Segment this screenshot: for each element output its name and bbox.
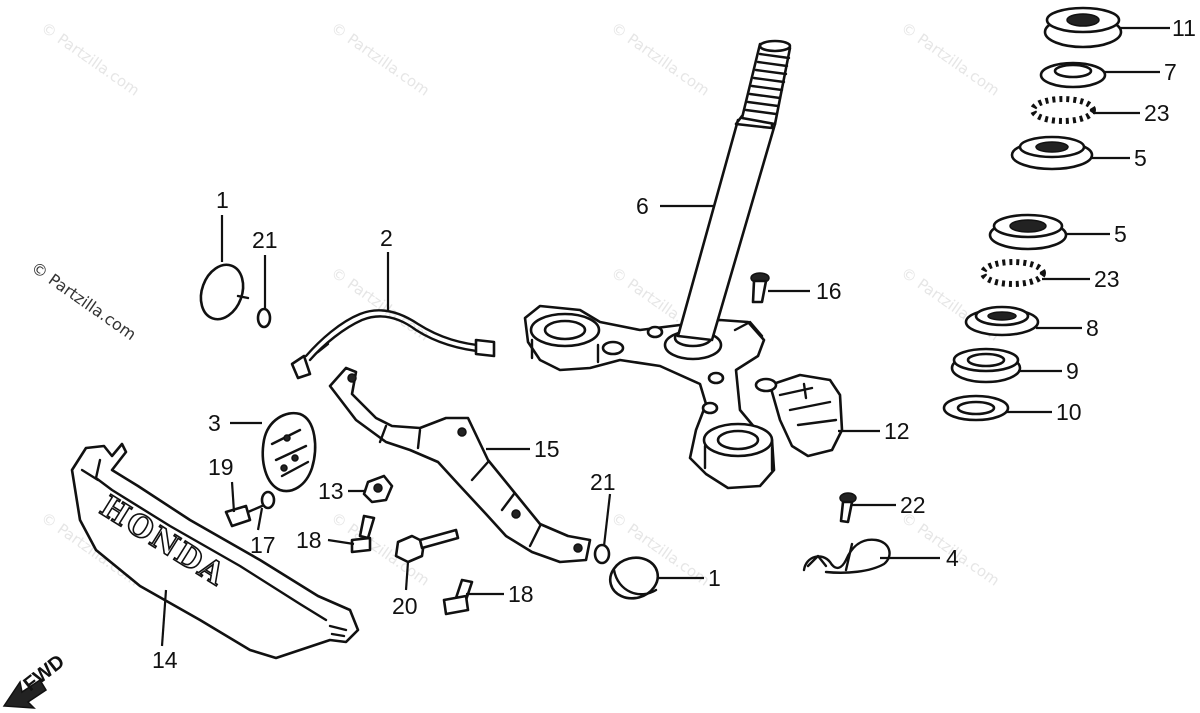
callout-23-lower: 23	[1094, 266, 1120, 292]
callout-1-lower: 1	[708, 565, 721, 591]
callout-4: 4	[946, 545, 959, 571]
callout-15: 15	[534, 436, 560, 462]
callout-13: 13	[318, 478, 344, 504]
callout-1-upper: 1	[216, 187, 229, 213]
callout-9: 9	[1066, 358, 1079, 384]
callout-16: 16	[816, 278, 842, 304]
callout-2: 2	[380, 225, 393, 251]
callout-21-lower: 21	[590, 469, 616, 495]
callout-18-upper: 18	[296, 527, 322, 553]
bolt-18-lower	[442, 578, 474, 616]
horn-3	[261, 411, 317, 493]
horn-bracket-15	[328, 366, 592, 564]
callout-19: 19	[208, 454, 234, 480]
callout-17: 17	[250, 532, 276, 558]
callout-11: 11	[1172, 15, 1196, 41]
callout-10: 10	[1056, 399, 1082, 425]
callout-20: 20	[392, 593, 418, 619]
bolt-18-upper	[350, 514, 376, 554]
watermark: © Partzilla.com	[608, 19, 713, 100]
callout-7: 7	[1164, 59, 1177, 85]
steering-stem	[523, 39, 792, 490]
callout-5-upper: 5	[1134, 145, 1147, 171]
reflector-1-lower	[593, 543, 660, 600]
wire-harness-2	[290, 309, 496, 380]
clip-4	[802, 538, 891, 574]
callout-23-upper: 23	[1144, 100, 1170, 126]
callout-labels: 1 21 2 6 16 11 7 23 5 5 23 8 9 10 12 3 1…	[152, 15, 1196, 673]
bolt-20	[394, 528, 460, 564]
bolt-19	[224, 490, 276, 528]
callout-14: 14	[152, 647, 178, 673]
callout-21-upper: 21	[252, 227, 278, 253]
bearing-stack	[942, 6, 1123, 422]
watermark: © Partzilla.com	[28, 258, 140, 344]
callout-6: 6	[636, 193, 649, 219]
callout-22: 22	[900, 492, 926, 518]
callout-12: 12	[884, 418, 910, 444]
watermark: © Partzilla.com	[38, 19, 143, 100]
callout-3: 3	[208, 410, 221, 436]
ignition-bracket-12	[754, 373, 844, 458]
watermark: © Partzilla.com	[328, 264, 433, 345]
fwd-direction-marker: FWD	[2, 651, 69, 709]
callout-8: 8	[1086, 315, 1099, 341]
callout-5-lower: 5	[1114, 221, 1127, 247]
reflector-1-upper	[199, 263, 272, 329]
watermark: © Partzilla.com	[898, 19, 1003, 100]
emblem-14: HONDA	[70, 442, 360, 660]
leader-lines	[160, 26, 1170, 647]
callout-18-lower: 18	[508, 581, 534, 607]
bolt-16	[750, 272, 770, 304]
watermark: © Partzilla.com	[328, 19, 433, 100]
nut-13	[362, 474, 394, 504]
screw-22	[839, 492, 857, 524]
